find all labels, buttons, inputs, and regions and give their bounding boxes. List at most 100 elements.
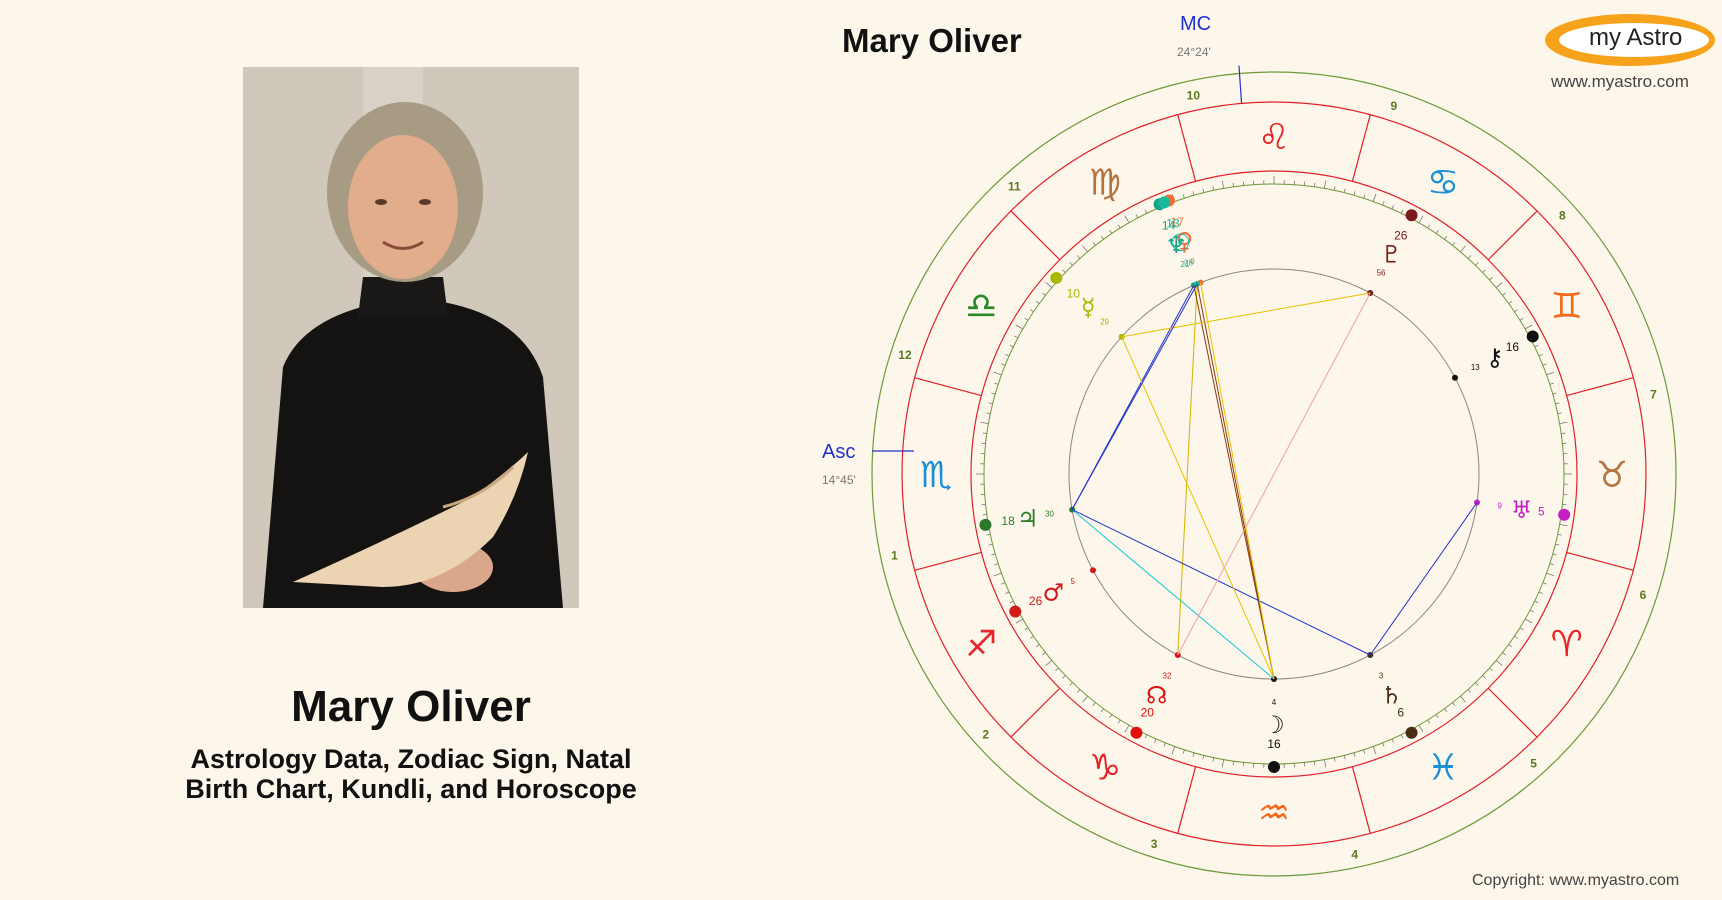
planet-minute: 56: [1377, 269, 1386, 278]
asc-label: Asc: [822, 441, 855, 463]
subtitle-line-1: Astrology Data, Zodiac Sign, Natal: [190, 744, 632, 774]
sign-divider: [1566, 377, 1634, 397]
degree-tick: [1559, 523, 1568, 527]
aspect-line: [1071, 509, 1371, 656]
degree-tick: [1005, 591, 1010, 594]
sign-divider: [1010, 687, 1061, 738]
degree-tick: [1534, 344, 1539, 348]
degree-tick: [1508, 300, 1513, 304]
degree-tick: [1117, 224, 1121, 229]
house-number: 5: [1530, 756, 1537, 770]
degree-tick: [1202, 755, 1205, 760]
degree-tick: [1062, 675, 1066, 679]
degree-tick: [1427, 224, 1431, 229]
planet-degree: 14: [1162, 218, 1176, 232]
degree-tick: [1514, 635, 1518, 639]
degree-tick: [1009, 600, 1014, 604]
site-url[interactable]: www.myastro.com: [1551, 72, 1689, 91]
planet-marker: [1268, 761, 1280, 773]
degree-tick: [1069, 262, 1073, 266]
degree-tick: [1001, 363, 1006, 366]
aspect-line: [1369, 502, 1478, 656]
aspect-line: [1200, 282, 1275, 680]
zodiac-sign-glyph: ♎: [965, 286, 997, 327]
degree-tick: [991, 392, 996, 395]
degree-tick: [1475, 682, 1479, 686]
page-subtitle: Astrology Data, Zodiac Sign, Natal Birth…: [0, 744, 822, 804]
degree-tick: [1221, 759, 1225, 768]
house-number: 4: [1351, 848, 1358, 862]
degree-tick: [1092, 702, 1096, 706]
aspect-line: [1193, 285, 1275, 680]
planet-marker: [1130, 726, 1143, 739]
planet-glyph: ☽: [1263, 711, 1285, 739]
zodiac-inner-ring: [970, 170, 1578, 778]
planet-minute: 5: [1070, 577, 1075, 586]
planet-aspect-point: [1089, 567, 1096, 574]
degree-tick: [1452, 702, 1456, 706]
degree-tick: [1171, 746, 1176, 755]
degree-tick: [1502, 652, 1506, 656]
mc-axis-line: [1238, 65, 1243, 104]
degree-tick: [1109, 230, 1113, 234]
mc-degree: 24°24': [1177, 45, 1211, 59]
degree-tick: [1460, 695, 1466, 703]
planet-degree: 26: [1394, 229, 1408, 243]
sign-divider: [1351, 114, 1371, 182]
degree-tick: [1082, 695, 1088, 703]
degree-tick: [1482, 269, 1486, 273]
planet-glyph: ♇: [1381, 240, 1403, 268]
degree-tick: [1192, 191, 1195, 196]
house-number: 11: [1008, 180, 1021, 194]
degree-tick: [1343, 188, 1346, 193]
planet-minute: 4: [1272, 698, 1277, 707]
degree-tick: [1045, 282, 1053, 288]
degree-tick: [1024, 627, 1029, 631]
degree-tick: [1163, 742, 1166, 747]
planet-glyph: ♆: [1166, 231, 1188, 259]
planet-glyph: ⚷: [1486, 344, 1504, 372]
zodiac-sign-glyph: ♑: [1089, 748, 1121, 789]
myastro-logo[interactable]: my Astro: [1545, 14, 1715, 66]
mc-label: MC: [1180, 13, 1211, 35]
zodiac-outer-ring: [901, 101, 1647, 847]
degree-tick: [1444, 708, 1448, 713]
degree-tick: [982, 513, 987, 516]
aspect-line: [1177, 292, 1371, 656]
degree-tick: [986, 412, 991, 415]
planet-minute: 29: [1100, 317, 1109, 326]
degree-tick: [1182, 749, 1185, 754]
degree-tick: [1232, 182, 1235, 187]
degree-tick: [982, 432, 987, 435]
degree-tick: [1529, 609, 1534, 613]
sign-divider: [1177, 766, 1197, 834]
zodiac-sign-glyph: ♈: [1551, 624, 1583, 665]
planet-degree: 26: [1029, 594, 1043, 608]
degree-tick: [1035, 644, 1040, 648]
planet-degree: 5: [1538, 505, 1545, 519]
zodiac-sign-glyph: ♊: [1551, 286, 1583, 327]
degree-tick: [1524, 324, 1533, 330]
house-number: 12: [898, 348, 912, 362]
degree-tick: [991, 553, 996, 556]
subtitle-line-2: Birth Chart, Kundli, and Horoscope: [185, 774, 637, 804]
degree-tick: [1552, 553, 1557, 556]
degree-tick: [1042, 652, 1046, 656]
degree-tick: [1232, 761, 1235, 766]
degree-tick: [1313, 182, 1316, 187]
planet-minute: 32: [1163, 671, 1172, 680]
house-number: 7: [1650, 387, 1657, 401]
degree-tick: [1546, 572, 1555, 577]
degree-tick: [1030, 309, 1034, 313]
house-number: 3: [1151, 837, 1158, 851]
degree-tick: [1212, 757, 1215, 762]
degree-tick: [1555, 543, 1560, 546]
planet-glyph: ☊: [1146, 682, 1167, 710]
planet-degree: 17: [1171, 215, 1185, 229]
degree-tick: [1534, 600, 1539, 604]
degree-tick: [1144, 209, 1148, 214]
degree-tick: [1092, 242, 1096, 246]
asc-degree: 14°45': [822, 473, 856, 487]
chart-title: Mary Oliver: [842, 22, 1022, 59]
degree-tick: [1055, 667, 1059, 672]
